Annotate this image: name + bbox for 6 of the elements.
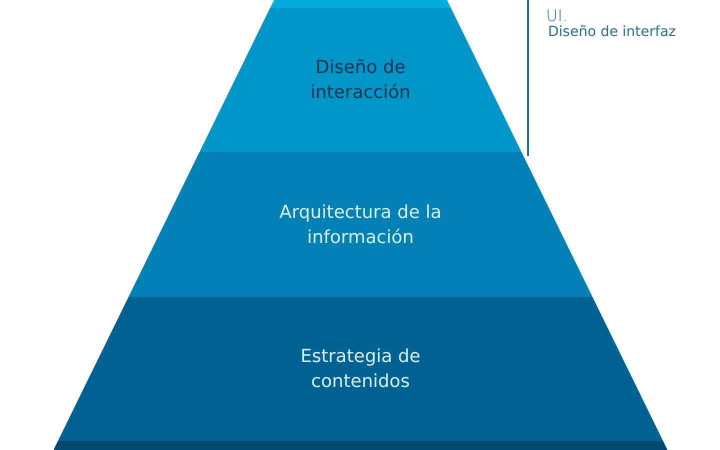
- layer-label: Estrategia de contenidos: [299, 345, 422, 394]
- pyramid-layer: [54, 441, 668, 450]
- layer-label: Diseño de interacción: [309, 56, 412, 105]
- pyramid-layer: [270, 0, 451, 8]
- layer-label: Arquitectura de la información: [278, 200, 443, 250]
- section-title: Diseño de interfaz: [548, 24, 676, 40]
